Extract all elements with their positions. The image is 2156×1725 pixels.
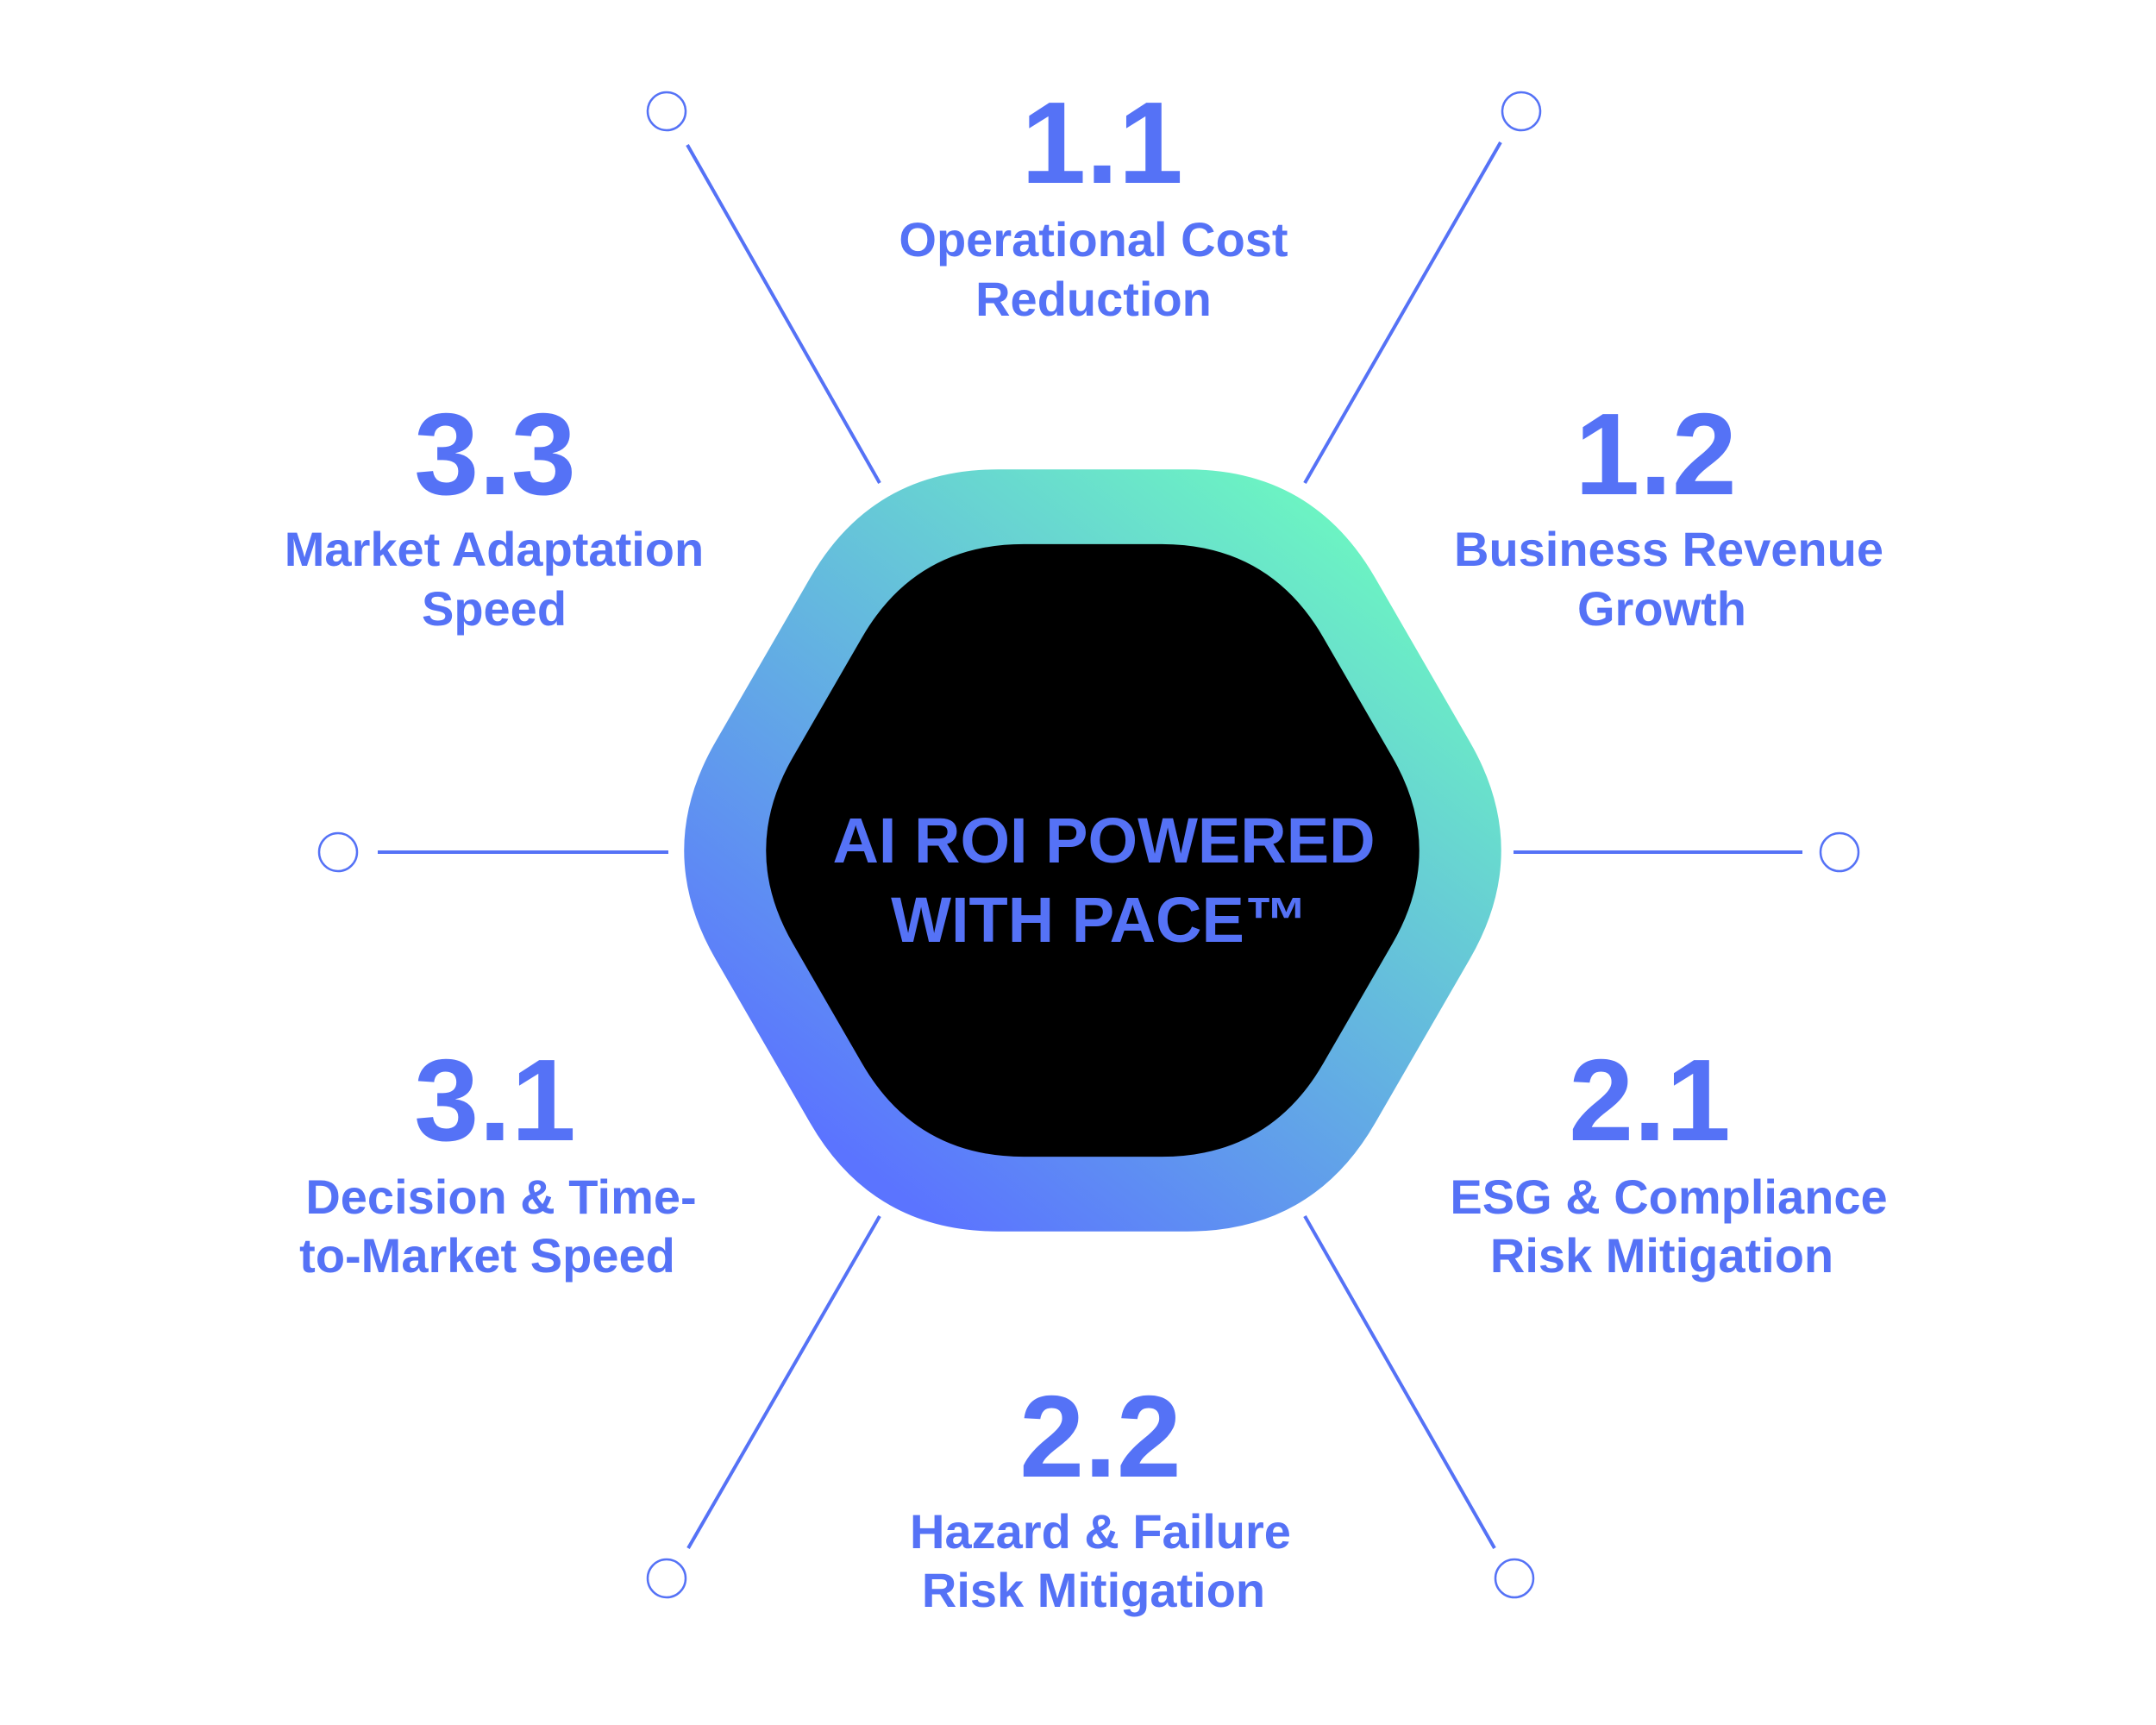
- item-number: 2.2: [1019, 1371, 1181, 1502]
- endpoint-circle-upper-left: [646, 91, 687, 132]
- item-2-1: 2.1 ESG & Compliance Risk Mitigation: [1450, 1035, 1887, 1283]
- item-label-line1: Operational Cost: [899, 212, 1288, 267]
- endpoint-circle-lower-right: [1494, 1558, 1535, 1599]
- item-1-1: 1.1 Operational Cost Reduction: [899, 78, 1288, 326]
- center-title-line2: WITH PACE™: [891, 884, 1308, 956]
- endpoint-circle-lower-left: [646, 1558, 687, 1599]
- connector-lower-right: [1303, 1215, 1496, 1549]
- item-label-line1: Market Adaptation: [285, 522, 704, 576]
- item-number: 1.2: [1575, 389, 1737, 519]
- endpoint-circle-left: [317, 831, 359, 873]
- inner-hexagon-core: [766, 543, 1420, 1157]
- item-label-line2: Reduction: [975, 272, 1212, 326]
- endpoint-circle-right: [1819, 831, 1860, 873]
- item-3-1: 3.1 Decision & Time- to-Market Speed: [299, 1035, 696, 1283]
- item-number: 1.1: [1021, 78, 1183, 208]
- center-title-line1: AI ROI POWERED: [832, 805, 1375, 876]
- item-number: 3.3: [414, 389, 576, 519]
- item-label-line2: Risk Mitigation: [1490, 1228, 1833, 1283]
- connector-endpoints: [317, 91, 1860, 1599]
- connectors: [378, 141, 1802, 1549]
- item-label-line1: ESG & Compliance: [1450, 1170, 1887, 1224]
- endpoint-circle-upper-right: [1501, 91, 1542, 132]
- item-label-line2: Risk Mitigation: [922, 1563, 1265, 1617]
- item-label-line2: Speed: [422, 581, 567, 636]
- item-3-3: 3.3 Market Adaptation Speed: [285, 389, 704, 636]
- connector-upper-right: [1303, 141, 1502, 484]
- item-1-2: 1.2 Business Revenue Growth: [1454, 389, 1883, 636]
- item-label-line1: Hazard & Failure: [910, 1504, 1291, 1559]
- item-label-line1: Decision & Time-: [305, 1170, 696, 1224]
- item-label-line1: Business Revenue: [1454, 522, 1883, 576]
- item-label-line2: to-Market Speed: [299, 1228, 675, 1283]
- item-2-2: 2.2 Hazard & Failure Risk Mitigation: [910, 1371, 1291, 1617]
- item-number: 2.1: [1569, 1035, 1731, 1165]
- item-label-line2: Growth: [1577, 581, 1746, 636]
- connector-upper-left: [686, 144, 881, 484]
- connector-lower-left: [686, 1215, 881, 1549]
- item-number: 3.1: [414, 1035, 576, 1165]
